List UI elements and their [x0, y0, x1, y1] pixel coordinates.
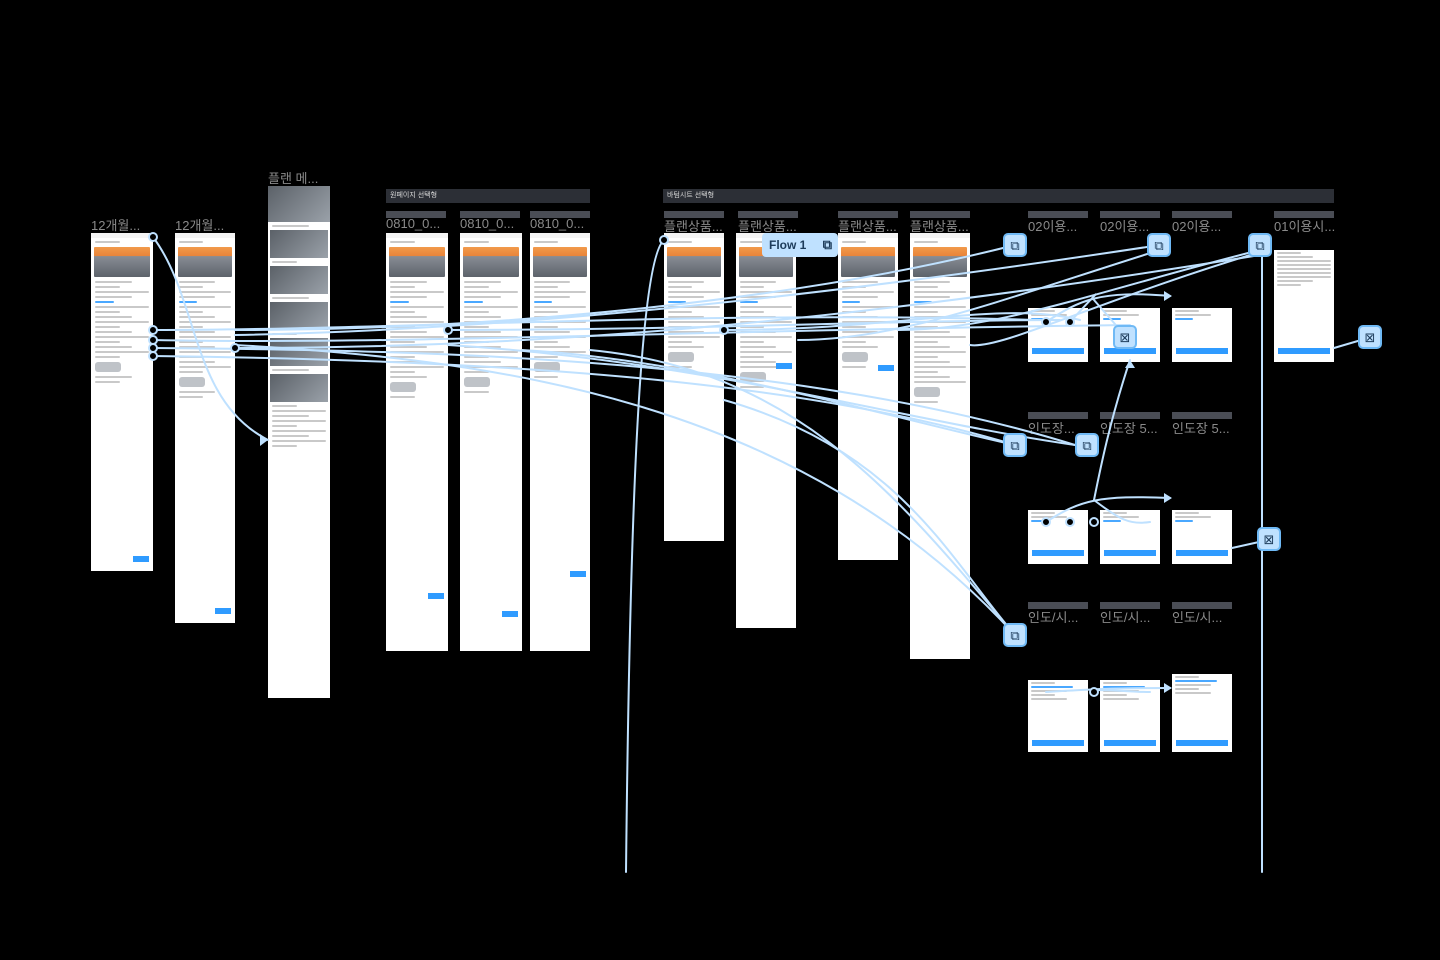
frame-tag — [1100, 412, 1160, 419]
frame-tag — [838, 211, 898, 218]
close-node[interactable]: ⊠ — [1257, 527, 1281, 551]
frame-tag — [1274, 211, 1334, 218]
flow-label-text: Flow 1 — [769, 238, 807, 252]
frame-tag — [386, 211, 446, 218]
screen-frame[interactable] — [175, 233, 235, 623]
close-icon: ⊠ — [1119, 329, 1131, 345]
frame-tag — [664, 211, 724, 218]
screen-frame[interactable] — [268, 186, 330, 698]
flow-start-icon: ⧉ — [822, 237, 832, 252]
flow-start-icon: ⧉ — [1255, 237, 1265, 253]
overlay-node[interactable]: ⧉ — [1075, 433, 1099, 457]
frame-tag — [1100, 211, 1160, 218]
overlay-node[interactable]: ⧉ — [1003, 433, 1027, 457]
screen-frame[interactable] — [386, 233, 448, 651]
close-node[interactable]: ⊠ — [1113, 325, 1137, 349]
sheet-frame[interactable] — [1100, 510, 1160, 564]
frame-tag — [1172, 412, 1232, 419]
frame-tag — [460, 211, 520, 218]
overlay-node[interactable]: ⧉ — [1248, 233, 1272, 257]
frame-tag — [910, 211, 970, 218]
screen-frame[interactable] — [460, 233, 522, 651]
frame-tag — [1028, 211, 1088, 218]
overlay-node[interactable]: ⧉ — [1147, 233, 1171, 257]
frame-tag — [1100, 602, 1160, 609]
sheet-frame[interactable] — [1028, 510, 1088, 564]
sheet-frame[interactable] — [1172, 510, 1232, 564]
flow-start-icon: ⧉ — [1010, 237, 1020, 253]
screen-frame[interactable] — [91, 233, 153, 571]
overlay-node[interactable]: ⧉ — [1003, 623, 1027, 647]
section-bottomsheet: 바텀시트 선택형 — [663, 189, 1334, 203]
sheet-frame[interactable] — [1172, 674, 1232, 752]
calendar-frame[interactable] — [1274, 250, 1334, 362]
frame-tag — [1172, 211, 1232, 218]
screen-frame[interactable] — [530, 233, 590, 651]
overlay-node[interactable]: ⧉ — [1003, 233, 1027, 257]
frame-tag — [530, 211, 590, 218]
flow-start-label[interactable]: Flow 1 ⧉ — [762, 233, 838, 257]
frame-tag — [1172, 602, 1232, 609]
sheet-frame[interactable] — [1172, 308, 1232, 362]
frame-tag — [1028, 412, 1088, 419]
frame-tag — [738, 211, 798, 218]
close-node[interactable]: ⊠ — [1358, 325, 1382, 349]
flow-start-icon: ⧉ — [1154, 237, 1164, 253]
flow-start-icon: ⧉ — [1082, 437, 1092, 453]
sheet-frame[interactable] — [1028, 308, 1088, 362]
flow-start-icon: ⧉ — [1010, 627, 1020, 643]
close-icon: ⊠ — [1263, 531, 1275, 547]
frame-tag — [1028, 602, 1088, 609]
flow-start-icon: ⧉ — [1010, 437, 1020, 453]
section-onepage: 원페이지 선택형 — [386, 189, 590, 203]
close-icon: ⊠ — [1364, 329, 1376, 345]
